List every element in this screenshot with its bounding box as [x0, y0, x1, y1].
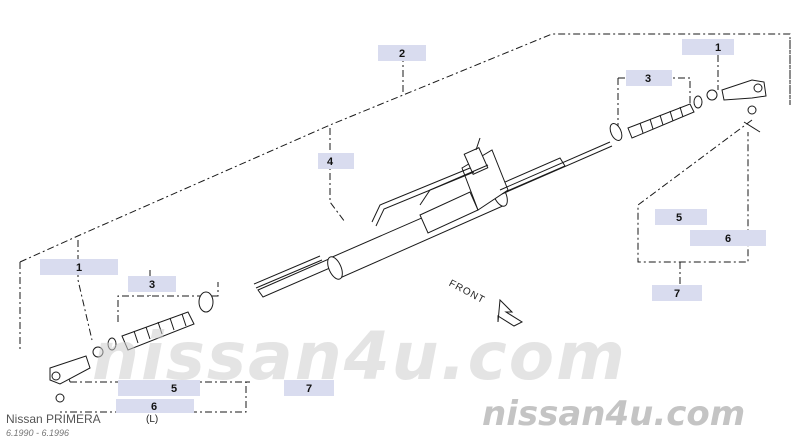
callout-2-label: 2: [399, 48, 405, 60]
callout-3-left-label: 3: [149, 279, 155, 291]
callout-3-left[interactable]: 3: [128, 276, 176, 292]
left-tie-rod-end: [49, 346, 104, 403]
model-name: Nissan PRIMERA: [6, 412, 101, 426]
note-mark: (L): [146, 414, 159, 425]
callout-5-right-label: 5: [676, 212, 682, 224]
left-boot: [107, 291, 214, 351]
callout-5-left[interactable]: 5: [118, 380, 200, 396]
right-tie-rod-end: [706, 79, 767, 133]
callout-6-right-label: 6: [725, 233, 731, 245]
watermark-corner: nissan4u.com: [482, 394, 746, 434]
callout-6-left-label: 6: [151, 401, 157, 413]
front-arrow: [497, 298, 524, 327]
callout-2[interactable]: 2: [378, 45, 426, 61]
callout-6-right[interactable]: 6: [690, 230, 766, 246]
callout-4-label: 4: [327, 156, 334, 168]
callout-1-left-label: 1: [76, 262, 82, 274]
rack-housing: [253, 137, 613, 298]
callout-7-right-label: 7: [674, 288, 680, 300]
callout-7-right[interactable]: 7: [652, 285, 702, 301]
callout-1-right[interactable]: 1: [682, 39, 734, 55]
callout-7-left-label: 7: [306, 383, 312, 395]
callout-3-right[interactable]: 3: [626, 70, 672, 86]
right-boot: [609, 95, 703, 141]
callout-3-right-label: 3: [645, 73, 651, 85]
model-dates: 6.1990 - 6.1996: [6, 428, 70, 438]
callout-1-left[interactable]: 1: [40, 259, 118, 275]
callout-5-right[interactable]: 5: [655, 209, 707, 225]
leader-lines: [19, 33, 791, 413]
callout-5-left-label: 5: [171, 383, 177, 395]
watermark-main: nissan4u.com: [92, 318, 627, 395]
callout-7-left[interactable]: 7: [284, 380, 334, 396]
callout-6-left[interactable]: 6: [116, 399, 194, 413]
callout-1-right-label: 1: [715, 42, 721, 54]
callout-4[interactable]: 4: [318, 153, 354, 169]
